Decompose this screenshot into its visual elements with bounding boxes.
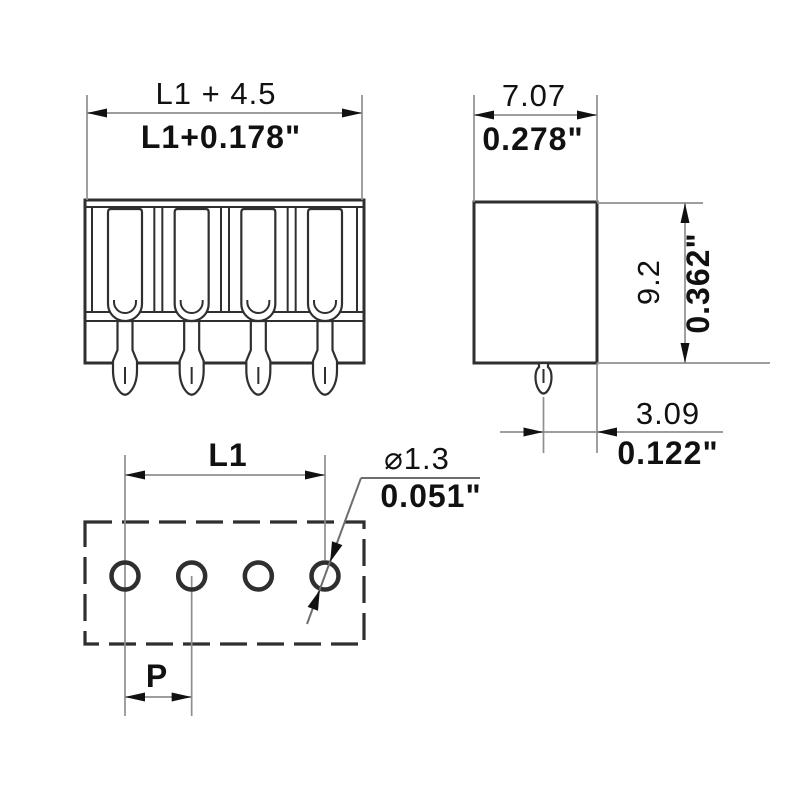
arrowhead-right — [305, 470, 325, 480]
arrowhead-left — [474, 110, 494, 120]
hole-dia-mm-label: ⌀1.3 — [384, 441, 450, 476]
front-view — [83, 198, 366, 396]
pitch-dimension: P — [125, 658, 192, 702]
side-width-mm-label: 7.07 — [502, 78, 566, 113]
arrowhead-upper — [330, 541, 343, 562]
arrowhead-bottom — [680, 343, 690, 363]
arrowhead-lower — [307, 590, 320, 611]
side-height-inch-label: 0.362" — [680, 232, 716, 333]
bottom-span-dimension: L1 — [125, 437, 325, 480]
contact-cell-2 — [173, 207, 210, 396]
pin-hole-3 — [242, 560, 275, 592]
arrowhead-left — [523, 427, 544, 437]
front-view-cell-walls — [91, 207, 358, 312]
pitch-label: P — [146, 658, 168, 694]
bottom-view — [83, 455, 366, 716]
arrowhead-right — [342, 108, 362, 118]
arrowhead-right — [171, 692, 192, 702]
hole-diameter-callout: ⌀1.3 0.051" — [306, 441, 481, 625]
side-height-mm-label: 9.2 — [631, 259, 666, 305]
pin-hole-1 — [109, 560, 141, 592]
pin-hole-4 — [309, 560, 341, 592]
front-width-dimension: L1 + 4.5 L1+0.178" — [86, 76, 363, 200]
span-label: L1 — [208, 437, 247, 473]
side-view-housing-outline — [472, 200, 599, 365]
arrowhead-left — [125, 692, 145, 702]
footprint-outline — [83, 520, 366, 646]
arrowhead-left — [125, 470, 145, 480]
arrowhead-right — [597, 427, 617, 437]
front-width-inch-label: L1+0.178" — [141, 119, 301, 155]
side-height-dimension: 9.2 0.362" — [597, 202, 770, 364]
contact-cell-1 — [106, 207, 144, 396]
arrowhead-top — [680, 203, 690, 223]
arrowhead-right — [577, 110, 597, 120]
side-pin-offset-dimension: 3.09 0.122" — [500, 363, 723, 471]
side-width-inch-label: 0.278" — [482, 121, 583, 157]
contact-cell-4 — [306, 207, 344, 396]
arrowhead-left — [87, 108, 107, 118]
front-width-mm-label: L1 + 4.5 — [156, 76, 277, 111]
hole-dia-inch-label: 0.051" — [380, 478, 481, 514]
pin-hole-2 — [175, 560, 208, 592]
side-width-dimension: 7.07 0.278" — [473, 78, 598, 202]
side-view — [472, 200, 599, 395]
contact-cell-3 — [240, 207, 277, 396]
pin-offset-mm-label: 3.09 — [636, 396, 700, 431]
pin-offset-inch-label: 0.122" — [617, 435, 718, 471]
